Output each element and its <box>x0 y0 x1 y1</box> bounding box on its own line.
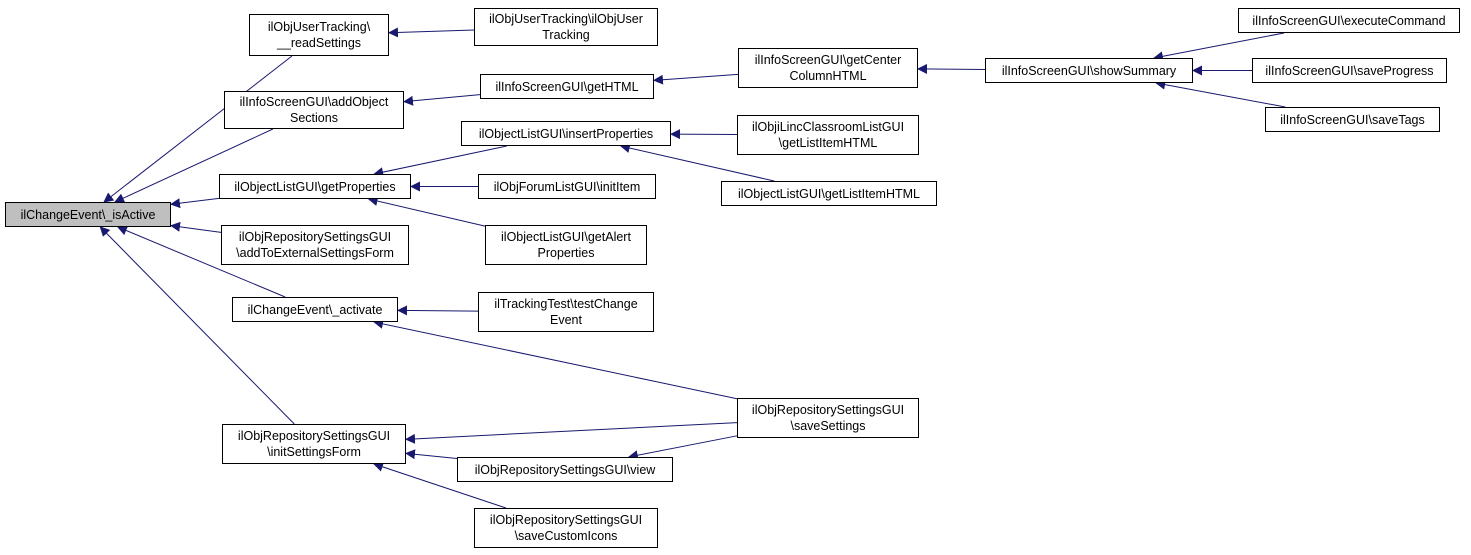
edge-addObjSections-to-root <box>114 128 274 203</box>
node-executeCommand[interactable]: ilInfoScreenGUI\executeCommand <box>1238 8 1460 33</box>
edge-saveSettings-to-activate <box>373 318 738 400</box>
node-getAlert[interactable]: ilObjectListGUI\getAlert Properties <box>485 225 647 265</box>
node-addObjSections[interactable]: ilInfoScreenGUI\addObject Sections <box>224 91 404 129</box>
edge-insertProps-to-getProperties <box>373 145 507 178</box>
edge-addToExt-to-root <box>170 221 222 233</box>
edge-getHTML-to-addObjSections <box>403 94 481 106</box>
node-objUserTracking[interactable]: ilObjUserTracking\ilObjUser Tracking <box>474 8 658 46</box>
node-forumInit[interactable]: ilObjForumListGUI\initItem <box>478 174 656 199</box>
node-getCenter[interactable]: ilInfoScreenGUI\getCenter ColumnHTML <box>738 48 918 88</box>
edge-activate-to-root <box>116 225 286 298</box>
edge-getProperties-to-root <box>170 197 220 209</box>
node-addToExt[interactable]: ilObjRepositorySettingsGUI \addToExterna… <box>221 225 409 265</box>
edge-getCenter-to-getHTML <box>653 73 739 85</box>
edge-trackingTest-to-activate <box>397 305 479 316</box>
edge-getAlert-to-getProperties <box>367 196 486 227</box>
edge-view-to-initSettingsForm <box>405 449 458 460</box>
edge-saveSettings-to-initSettingsForm <box>405 422 738 444</box>
node-getProperties[interactable]: ilObjectListGUI\getProperties <box>219 174 411 199</box>
node-getListItemHTML[interactable]: ilObjectListGUI\getListItemHTML <box>721 181 937 206</box>
node-trackingTest[interactable]: ilTrackingTest\testChange Event <box>478 292 654 332</box>
edge-showSummary-to-getCenter <box>917 63 986 74</box>
node-saveSettings[interactable]: ilObjRepositorySettingsGUI \saveSettings <box>737 398 919 438</box>
node-saveCustomIcons[interactable]: ilObjRepositorySettingsGUI \saveCustomIc… <box>474 508 658 548</box>
edge-saveSettings-to-view <box>627 435 738 461</box>
node-getHTML[interactable]: ilInfoScreenGUI\getHTML <box>480 74 654 99</box>
edge-getListItemHTML-to-insertProps <box>619 143 775 182</box>
edge-saveCustomIcons-to-initSettingsForm <box>373 462 507 509</box>
node-showSummary[interactable]: ilInfoScreenGUI\showSummary <box>985 58 1193 83</box>
node-view[interactable]: ilObjRepositorySettingsGUI\view <box>457 457 673 482</box>
node-saveProgress[interactable]: ilInfoScreenGUI\saveProgress <box>1252 58 1447 83</box>
node-insertProps[interactable]: ilObjectListGUI\insertProperties <box>461 121 671 146</box>
edge-saveTags-to-showSummary <box>1155 79 1286 108</box>
edge-executeCommand-to-showSummary <box>1153 32 1285 62</box>
node-readSettings[interactable]: ilObjUserTracking\ __readSettings <box>249 14 389 56</box>
edge-readSettings-to-root <box>103 55 293 203</box>
edge-objUserTracking-to-readSettings <box>388 27 475 38</box>
node-activate[interactable]: ilChangeEvent\_activate <box>232 297 398 322</box>
node-initSettingsForm[interactable]: ilObjRepositorySettingsGUI \initSettings… <box>222 424 406 464</box>
node-root: ilChangeEvent\_isActive <box>5 202 171 227</box>
node-saveTags[interactable]: ilInfoScreenGUI\saveTags <box>1265 107 1440 132</box>
edge-initSettingsForm-to-root <box>99 226 295 425</box>
node-lincClassroom[interactable]: ilObjiLincClassroomListGUI \getListItemH… <box>737 115 919 155</box>
